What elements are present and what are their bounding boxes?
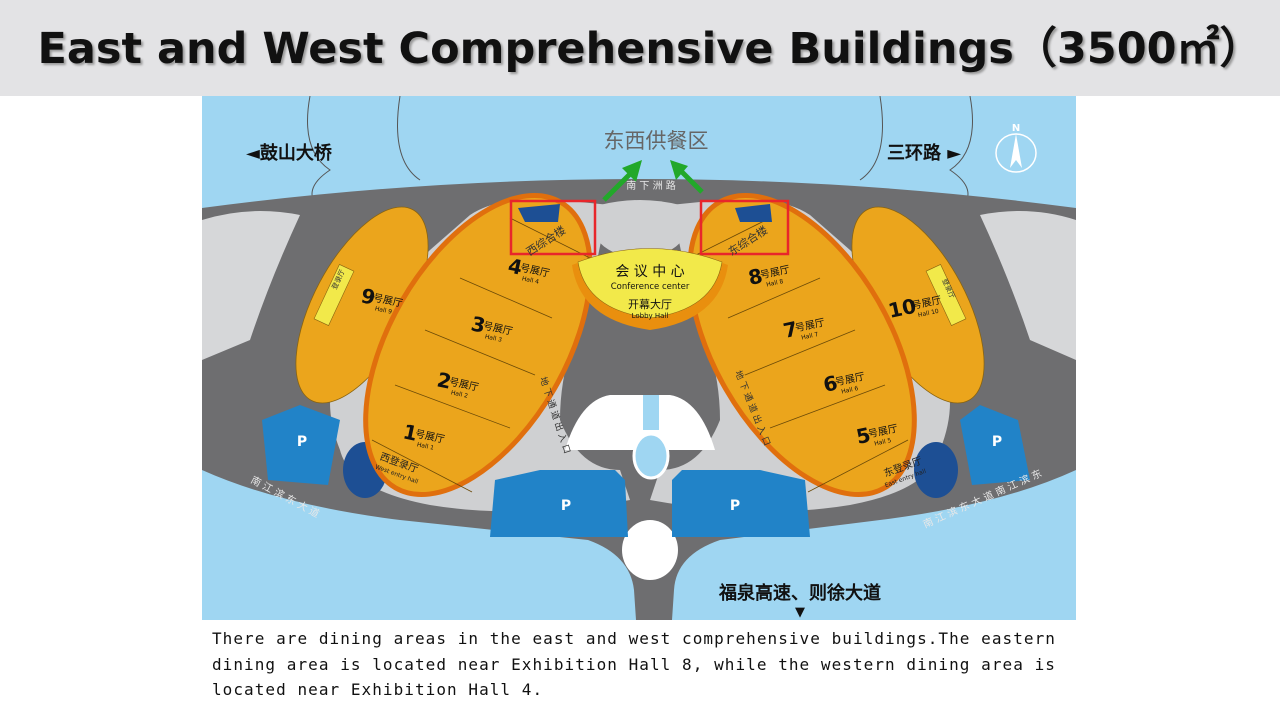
svg-text:4: 4 — [506, 253, 525, 279]
svg-text:Hall 6: Hall 6 — [841, 385, 860, 395]
center-plaza — [593, 200, 687, 259]
svg-text:Hall 8: Hall 8 — [766, 278, 785, 288]
hall-divider — [769, 384, 886, 429]
lobby-label-en: Lobby Hall — [632, 312, 669, 320]
east-side-lot — [980, 211, 1076, 360]
parking-icon: P — [992, 434, 1002, 450]
title-bar: East and West Comprehensive Buildings（35… — [0, 0, 1280, 96]
east-entry-dome — [914, 442, 958, 498]
svg-text:Hall 10: Hall 10 — [917, 308, 939, 319]
hall-divider — [424, 329, 536, 376]
svg-text:8: 8 — [746, 264, 765, 290]
fountain — [632, 432, 670, 480]
parking-lot-west — [262, 405, 340, 485]
page-title: East and West Comprehensive Buildings（35… — [37, 24, 1263, 74]
north-label: N — [1012, 123, 1020, 134]
hall-9-registration — [313, 264, 355, 326]
hall-divider — [727, 277, 821, 319]
hall-10-registration — [925, 264, 967, 326]
svg-text:Hall 1: Hall 1 — [416, 441, 435, 451]
direction-bottom-arrow: ▼ — [795, 605, 805, 620]
west-dining-dome — [518, 204, 560, 222]
direction-right: 三环路 ► — [887, 142, 961, 164]
compass-icon: N — [995, 123, 1037, 173]
hall-divider — [371, 439, 473, 493]
svg-text:Hall 5: Hall 5 — [874, 437, 893, 447]
svg-text:6: 6 — [821, 371, 840, 397]
svg-text:1: 1 — [401, 419, 420, 445]
parking-icon: P — [297, 434, 307, 450]
svg-text:9: 9 — [359, 283, 378, 309]
conference-label-en: Conference center — [611, 282, 690, 292]
caption-line: There are dining areas in the east and w… — [212, 629, 1056, 648]
direction-bottom: 福泉高速、则徐大道 — [718, 582, 881, 604]
venue-map: P P P P N — [202, 96, 1076, 620]
parking-lot-east — [960, 405, 1030, 485]
parking-lot-south-west — [490, 470, 628, 537]
road-label-top: 南 下 洲 路 — [626, 179, 676, 192]
hall-divider — [459, 277, 553, 319]
svg-text:Hall 9: Hall 9 — [374, 305, 393, 315]
caption: There are dining areas in the east and w… — [212, 626, 1056, 703]
canal — [643, 395, 659, 430]
arrow-to-dining-west — [602, 160, 642, 202]
hall-divider — [689, 217, 771, 259]
parking-icon: P — [730, 498, 740, 514]
east-dining-dome — [735, 204, 772, 222]
svg-text:Hall 2: Hall 2 — [450, 389, 469, 399]
hall-divider — [744, 329, 856, 376]
hall-divider — [394, 384, 511, 429]
caption-line: dining area is located near Exhibition H… — [212, 654, 1056, 674]
roundabout — [622, 520, 678, 580]
lobby-label-cn: 开幕大厅 — [628, 297, 672, 311]
hall-divider — [807, 439, 909, 493]
west-dining-highlight — [509, 199, 597, 256]
svg-text:Hall 7: Hall 7 — [801, 331, 820, 341]
svg-text:Hall 3: Hall 3 — [484, 333, 503, 343]
svg-text:7: 7 — [781, 317, 800, 343]
svg-text:10: 10 — [886, 294, 918, 323]
dining-area-label: 东西供餐区 — [604, 129, 709, 153]
svg-text:3: 3 — [469, 311, 488, 337]
parking-lot-south-east — [672, 470, 810, 537]
svg-text:2: 2 — [435, 367, 454, 393]
center-lawn — [565, 395, 715, 450]
caption-line: located near Exhibition Hall 4. — [212, 680, 544, 699]
direction-left: ◄鼓山大桥 — [246, 142, 333, 164]
conference-center — [577, 248, 723, 319]
west-side-lot — [202, 211, 300, 360]
svg-text:Hall 4: Hall 4 — [521, 275, 540, 285]
svg-text:5: 5 — [854, 423, 873, 449]
hall-divider — [509, 217, 591, 259]
arrow-to-dining-east — [670, 160, 704, 194]
east-dining-highlight — [699, 199, 790, 256]
conference-label-cn: 会 议 中 心 — [615, 264, 684, 280]
parking-icon: P — [561, 498, 571, 514]
